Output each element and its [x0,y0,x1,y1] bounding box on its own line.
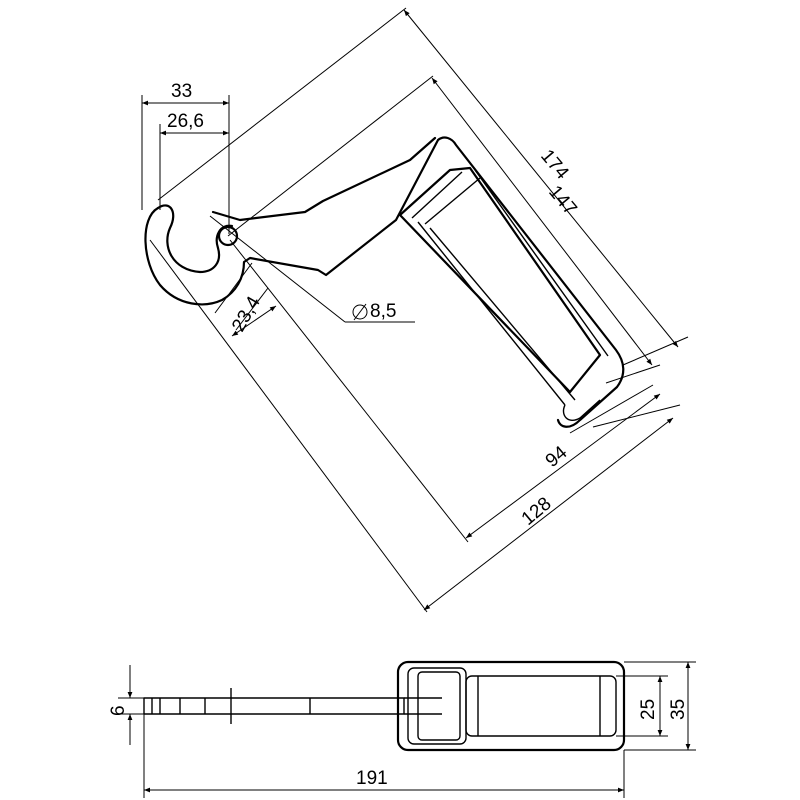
hook-inner-curve [156,204,234,274]
pivot-hole [217,225,239,247]
top-view-dimensions: 33 26,6 23,4 8,5 174 147 94 [141,7,689,613]
side-view-dimensions: 6 25 35 191 [108,661,696,798]
dim-128: 128 [518,493,556,529]
dim-35: 35 [668,699,689,720]
dim-8-5: 8,5 [370,301,396,322]
hook-outline [144,136,625,428]
dim-25: 25 [638,699,659,720]
lever-top-view [144,136,625,428]
dim-174: 174 [536,146,573,184]
diameter-symbol [352,304,368,320]
dim-33: 33 [171,81,192,102]
dim-6: 6 [108,705,129,716]
dim-191: 191 [356,768,388,789]
dim-147: 147 [544,182,580,220]
flat-bar [143,697,405,715]
dim-26-6: 26,6 [167,111,204,132]
lever-side-view [143,660,626,752]
dim-94: 94 [542,442,572,472]
handle-block [396,660,626,752]
